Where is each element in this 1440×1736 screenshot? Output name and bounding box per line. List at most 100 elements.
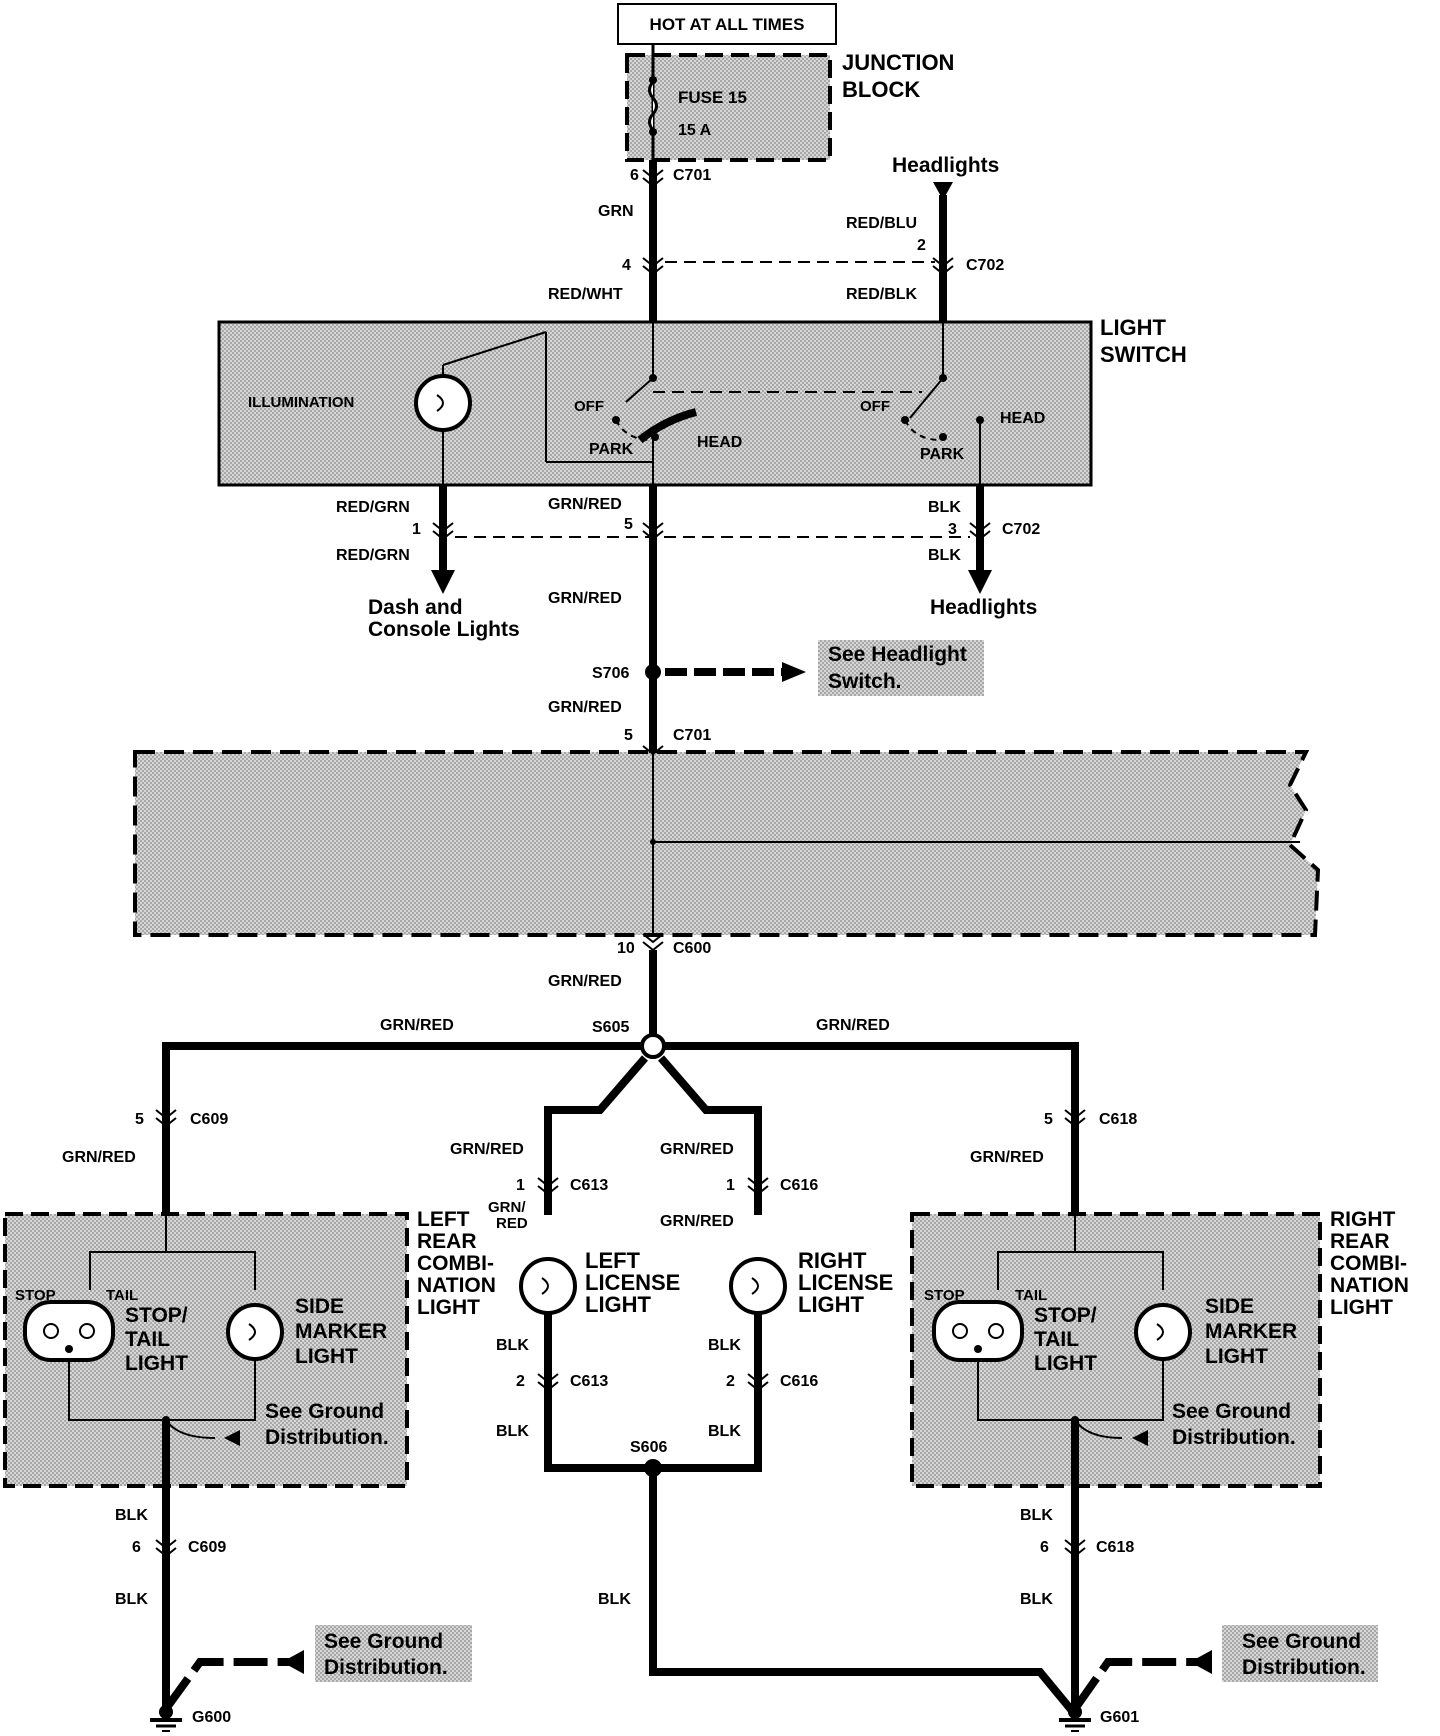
right-rear-combination-label-5: LIGHT	[1330, 1296, 1393, 1319]
see-ground-distribution-label: See Ground	[1172, 1400, 1291, 1423]
wire-label: GRN/RED	[450, 1141, 524, 1158]
fuse-amps: 15 A	[678, 122, 712, 139]
splice-label: S605	[592, 1019, 629, 1036]
stop-tail-light-label-2: TAIL	[125, 1328, 170, 1351]
splice-label: S606	[630, 1439, 667, 1456]
light-switch-title: LIGHT	[1100, 315, 1167, 340]
wire-label: GRN/RED	[970, 1149, 1044, 1166]
ground-g600-label: G600	[192, 1709, 231, 1726]
pin-label: 6	[630, 167, 639, 184]
side-marker-light-label-3: LIGHT	[295, 1345, 358, 1368]
switch-park-label: PARK	[589, 441, 634, 458]
side-marker-light-label-2: MARKER	[295, 1320, 387, 1343]
switch-park-label: PARK	[920, 446, 965, 463]
stop-tail-light-label: STOP/	[125, 1304, 188, 1327]
fuse-symbol	[648, 81, 658, 131]
right-license-light-label: RIGHT	[798, 1248, 867, 1273]
left-rear-combination-label-2: REAR	[417, 1230, 477, 1253]
wire-label: GRN/	[488, 1199, 526, 1216]
see-ground-box-g600	[315, 1625, 472, 1682]
right-license-light-label-3: LIGHT	[798, 1292, 865, 1317]
wire-label: BLK	[708, 1423, 741, 1440]
pin-label: 1	[726, 1177, 735, 1194]
wire-label: GRN/RED	[548, 590, 622, 607]
splice-s605	[640, 1033, 666, 1059]
pin-label: 2	[516, 1373, 525, 1390]
wire-label: GRN/RED	[380, 1017, 454, 1034]
switch-head-label: HEAD	[697, 434, 742, 451]
see-ground-distribution-label: See Ground	[324, 1630, 443, 1653]
wire-label: RED/WHT	[548, 286, 623, 303]
see-ground-distribution-label-2: Distribution.	[1172, 1426, 1296, 1449]
side-marker-light-label: SIDE	[1205, 1295, 1254, 1318]
right-license-light-label-2: LICENSE	[798, 1270, 893, 1295]
see-ground-box-right-rear	[1165, 1395, 1305, 1453]
ground-g601-label: G601	[1100, 1709, 1139, 1726]
wire-label: GRN	[598, 203, 634, 220]
pin-label: 1	[516, 1177, 525, 1194]
switch-off-label: OFF	[860, 398, 890, 415]
stop-tail-light-label-3: LIGHT	[125, 1352, 188, 1375]
side-marker-light-label-2: MARKER	[1205, 1320, 1297, 1343]
switch-head-label: HEAD	[1000, 410, 1045, 427]
splice-s706	[645, 664, 661, 680]
connector-c613-label: C613	[570, 1373, 608, 1390]
wire-label: GRN/RED	[62, 1149, 136, 1166]
connector-c701-label: C701	[673, 727, 711, 744]
side-marker-light-label-3: LIGHT	[1205, 1345, 1268, 1368]
pin-label: 10	[617, 940, 635, 957]
see-ground-box-left-rear	[260, 1395, 398, 1453]
stop-tail-light-label-3: LIGHT	[1034, 1352, 1097, 1375]
headlights-input-label: Headlights	[892, 154, 999, 177]
wire-label: RED	[496, 1215, 528, 1232]
harness-box	[133, 750, 1321, 937]
fuse-name: FUSE 15	[678, 88, 747, 107]
wire-label: RED/BLK	[846, 286, 918, 303]
pin-label: 6	[1040, 1539, 1049, 1556]
tail-terminal-label: TAIL	[1015, 1287, 1047, 1304]
see-ground-distribution-label: See Ground	[1242, 1630, 1361, 1653]
left-license-light-label-3: LIGHT	[585, 1292, 652, 1317]
wire-label: GRN/RED	[816, 1017, 890, 1034]
wire-label: GRN/RED	[548, 699, 622, 716]
left-license-light-label-2: LICENSE	[585, 1270, 680, 1295]
connector-c616-label: C616	[780, 1373, 818, 1390]
right-rear-combination-label-2: REAR	[1330, 1230, 1390, 1253]
connector-c701-label: C701	[673, 167, 711, 184]
left-rear-combination-label-3: COMBI-	[417, 1252, 494, 1275]
dash-console-lights-label: Dash and	[368, 596, 463, 619]
see-ground-box-g601	[1222, 1625, 1378, 1682]
right-rear-combination-label-3: COMBI-	[1330, 1252, 1407, 1275]
splice-label: S706	[592, 665, 629, 682]
pin-label: 5	[624, 516, 633, 533]
wire-label: GRN/RED	[660, 1213, 734, 1230]
right-rear-combination-label: RIGHT	[1330, 1208, 1396, 1231]
pin-label: 2	[726, 1373, 735, 1390]
headlights-output-label: Headlights	[930, 596, 1037, 619]
pin-label: 4	[622, 257, 631, 274]
see-ground-distribution-label-2: Distribution.	[324, 1656, 448, 1679]
ground-g601-icon	[1059, 1705, 1091, 1732]
wire-label: RED/GRN	[336, 547, 410, 564]
see-headlight-switch-label-2: Switch.	[828, 670, 902, 693]
connector-c600-label: C600	[673, 940, 711, 957]
stop-terminal-label: STOP	[15, 1287, 56, 1304]
see-ground-distribution-label-2: Distribution.	[1242, 1656, 1366, 1679]
pin-label: 5	[1044, 1111, 1053, 1128]
see-headlight-switch-label: See Headlight	[828, 643, 967, 666]
connector-c613-label: C613	[570, 1177, 608, 1194]
pin-label: 5	[135, 1111, 144, 1128]
wire-label: BLK	[598, 1591, 631, 1608]
ground-g600-icon	[150, 1705, 182, 1732]
light-switch-box	[217, 320, 1093, 487]
wire-label: BLK	[115, 1507, 148, 1524]
right-rear-combination-label-4: NATION	[1330, 1274, 1409, 1297]
connector-c609-label: C609	[188, 1539, 226, 1556]
connector-c609-label: C609	[190, 1111, 228, 1128]
wire-label: BLK	[496, 1423, 529, 1440]
wire-label: BLK	[115, 1591, 148, 1608]
dash-console-lights-label-2: Console Lights	[368, 618, 520, 641]
pin-label: 5	[624, 727, 633, 744]
see-ground-distribution-label: See Ground	[265, 1400, 384, 1423]
